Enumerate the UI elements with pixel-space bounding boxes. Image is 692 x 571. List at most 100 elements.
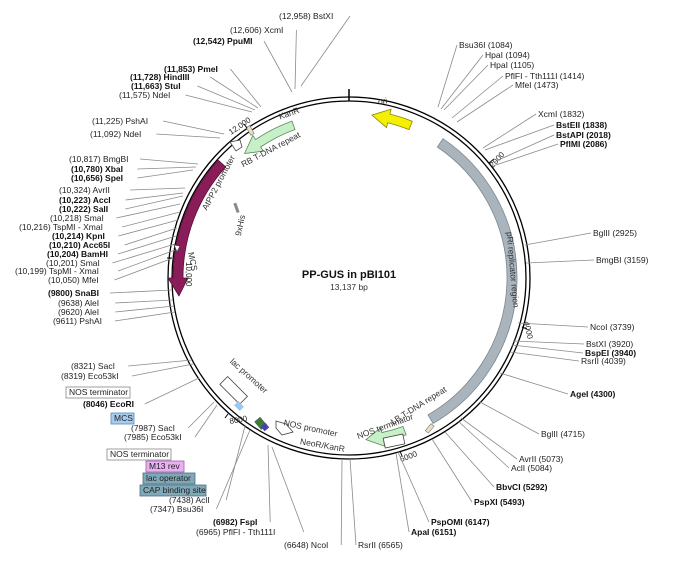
restriction-site-label[interactable]: (11,575) NdeI — [119, 90, 170, 100]
pri-replicator-region-arc[interactable] — [427, 138, 518, 425]
site-leader-line — [493, 134, 555, 163]
site-leader-line — [499, 372, 569, 395]
restriction-site-label[interactable]: (8319) Eco53kI — [61, 371, 119, 381]
restriction-site-label[interactable]: (12,958) BstXI — [279, 11, 333, 21]
restriction-site-label[interactable]: AclI (5084) — [511, 463, 552, 473]
restriction-site-label[interactable]: AvrII (5073) — [519, 454, 563, 464]
restriction-site-label[interactable]: BspEI (3940) — [585, 348, 636, 358]
restriction-site-label[interactable]: (9611) PshAI — [53, 316, 102, 326]
site-leader-line — [185, 94, 253, 113]
site-leader-line — [512, 340, 585, 345]
restriction-site-label[interactable]: (10,199) TspMI - XmaI — [15, 266, 99, 276]
restriction-site-label[interactable]: PspXI (5493) — [474, 497, 525, 507]
lac-operator-marker — [234, 401, 244, 411]
site-leader-line — [122, 211, 181, 228]
site-leader-line — [216, 429, 251, 510]
plasmid-name: PP-GUS in pBI101 — [302, 269, 396, 281]
restriction-site-label[interactable]: BstAPI (2018) — [556, 130, 611, 140]
restriction-site-label[interactable]: PflMI (2086) — [560, 139, 607, 149]
restriction-site-label[interactable]: (10,204) BamHI — [47, 249, 108, 259]
restriction-site-label[interactable]: Bsu36I (1084) — [459, 40, 513, 50]
restriction-site-label[interactable]: (7987) SacI — [131, 423, 175, 433]
restriction-site-label[interactable]: (11,663) StuI — [131, 81, 181, 91]
restriction-site-label[interactable]: RsrII (4039) — [581, 356, 626, 366]
mcs-box[interactable] — [110, 412, 135, 425]
nos-terminator-box-2[interactable] — [106, 448, 172, 461]
restriction-site-label[interactable]: (10,817) BmgBI — [69, 154, 129, 164]
restriction-site-label[interactable]: (10,780) XbaI — [71, 164, 123, 174]
restriction-site-label[interactable]: BbvCI (5292) — [496, 482, 548, 492]
restriction-site-label[interactable]: (11,853) PmeI — [164, 64, 218, 74]
restriction-site-label[interactable]: (6982) FspI — [213, 517, 257, 527]
restriction-site-label[interactable]: AgeI (4300) — [570, 389, 616, 399]
restriction-site-label[interactable]: (8321) SacI — [71, 361, 115, 371]
restriction-site-label[interactable]: HpaI (1105) — [490, 60, 534, 70]
cap-site-box-label: CAP binding site — [143, 485, 206, 495]
ori-feature-arrow[interactable] — [371, 108, 413, 131]
site-leader-line — [156, 133, 221, 139]
nos-terminator-box-1[interactable] — [65, 386, 131, 399]
restriction-site-label[interactable]: PspOMI (6147) — [431, 517, 490, 527]
restriction-site-label[interactable]: (10,214) KpnI — [52, 231, 105, 241]
site-leader-line — [431, 438, 473, 503]
restriction-site-label[interactable]: (7438) AclI — [169, 495, 210, 505]
site-leader-line — [457, 420, 510, 469]
restriction-site-label[interactable]: (11,092) NdeI — [90, 129, 141, 139]
restriction-site-label[interactable]: (10,223) AccI — [59, 195, 111, 205]
restriction-site-label[interactable]: (6648) NcoI — [284, 540, 328, 550]
restriction-site-label[interactable]: (6965) PflFI - Tth111I — [196, 527, 275, 537]
lac-promoter-box[interactable] — [219, 375, 249, 405]
restriction-site-label[interactable]: (7347) Bsu36I — [150, 504, 203, 514]
site-leader-line — [114, 311, 176, 322]
restriction-site-label[interactable]: (10,210) Acc65I — [49, 240, 110, 250]
restriction-site-label[interactable]: NcoI (3739) — [590, 322, 635, 332]
site-leader-line — [116, 203, 181, 219]
restriction-site-label[interactable]: (10,216) TspMI - XmaI — [19, 222, 103, 232]
restriction-site-label[interactable]: (8046) EcoRI — [83, 399, 134, 409]
nos-promoter-arrow[interactable] — [275, 420, 294, 436]
restriction-site-label[interactable]: RsrII (6565) — [358, 540, 403, 550]
restriction-site-label[interactable]: BstXI (3920) — [586, 339, 633, 349]
restriction-site-label[interactable]: (10,222) SalI — [59, 204, 108, 214]
restriction-site-label[interactable]: (10,656) SpeI — [71, 173, 123, 183]
restriction-site-label[interactable]: (7985) Eco53kI — [124, 432, 182, 442]
cap-site-marker — [260, 422, 270, 432]
restriction-site-label[interactable]: BstEII (1838) — [556, 120, 607, 130]
site-leader-line — [444, 431, 495, 488]
atpp2-promoter-arrow[interactable] — [229, 139, 243, 152]
site-leader-line — [128, 359, 193, 367]
site-leader-line — [117, 235, 177, 255]
restriction-site-label[interactable]: HpaI (1094) — [485, 50, 530, 60]
restriction-site-label[interactable]: XcmI (1832) — [538, 109, 584, 119]
restriction-site-label[interactable]: (10,050) MfeI — [48, 275, 99, 285]
restriction-site-label[interactable]: (10,324) AvrII — [59, 185, 110, 195]
restriction-site-label[interactable]: (12,606) XcmI — [230, 25, 283, 35]
restriction-site-label[interactable]: (9800) SnaBI — [48, 288, 99, 298]
restriction-site-label[interactable]: PflFI - Tth111I (1414) — [505, 71, 585, 81]
site-leader-line — [482, 113, 537, 149]
restriction-site-label[interactable]: BglII (4715) — [541, 429, 585, 439]
restriction-site-label[interactable]: (9638) AleI — [58, 298, 99, 308]
restriction-site-label[interactable]: (10,201) SmaI — [46, 258, 100, 268]
m13rev-box[interactable] — [145, 460, 185, 473]
mcs-marker — [173, 244, 181, 253]
site-leader-line — [524, 232, 592, 246]
site-leader-line — [114, 257, 174, 281]
restriction-site-label[interactable]: (11,225) PshAI — [92, 116, 148, 126]
restriction-site-label[interactable]: BglII (2925) — [593, 228, 637, 238]
cap-site-box[interactable] — [139, 484, 207, 497]
restriction-site-label[interactable]: (9620) AleI — [58, 307, 99, 317]
restriction-site-label[interactable]: ApaI (6151) — [411, 527, 457, 537]
site-leader-line — [124, 227, 178, 246]
rb-repeat-marker — [245, 125, 255, 136]
restriction-site-label[interactable]: (10,218) SmaI — [50, 213, 104, 223]
restriction-site-label[interactable]: (11,728) HindIII — [130, 72, 190, 82]
restriction-site-label[interactable]: BmgBI (3159) — [596, 255, 649, 265]
kanr-feature-arrow[interactable] — [243, 120, 296, 155]
restriction-site-label[interactable]: (12,542) PpuMI — [193, 36, 253, 46]
lac-operator-box[interactable] — [142, 472, 196, 485]
site-leader-line — [115, 305, 175, 313]
restriction-site-label[interactable]: MfeI (1473) — [515, 80, 559, 90]
his-tag-marker — [233, 202, 240, 214]
gus-feature-arrow[interactable] — [167, 159, 227, 297]
